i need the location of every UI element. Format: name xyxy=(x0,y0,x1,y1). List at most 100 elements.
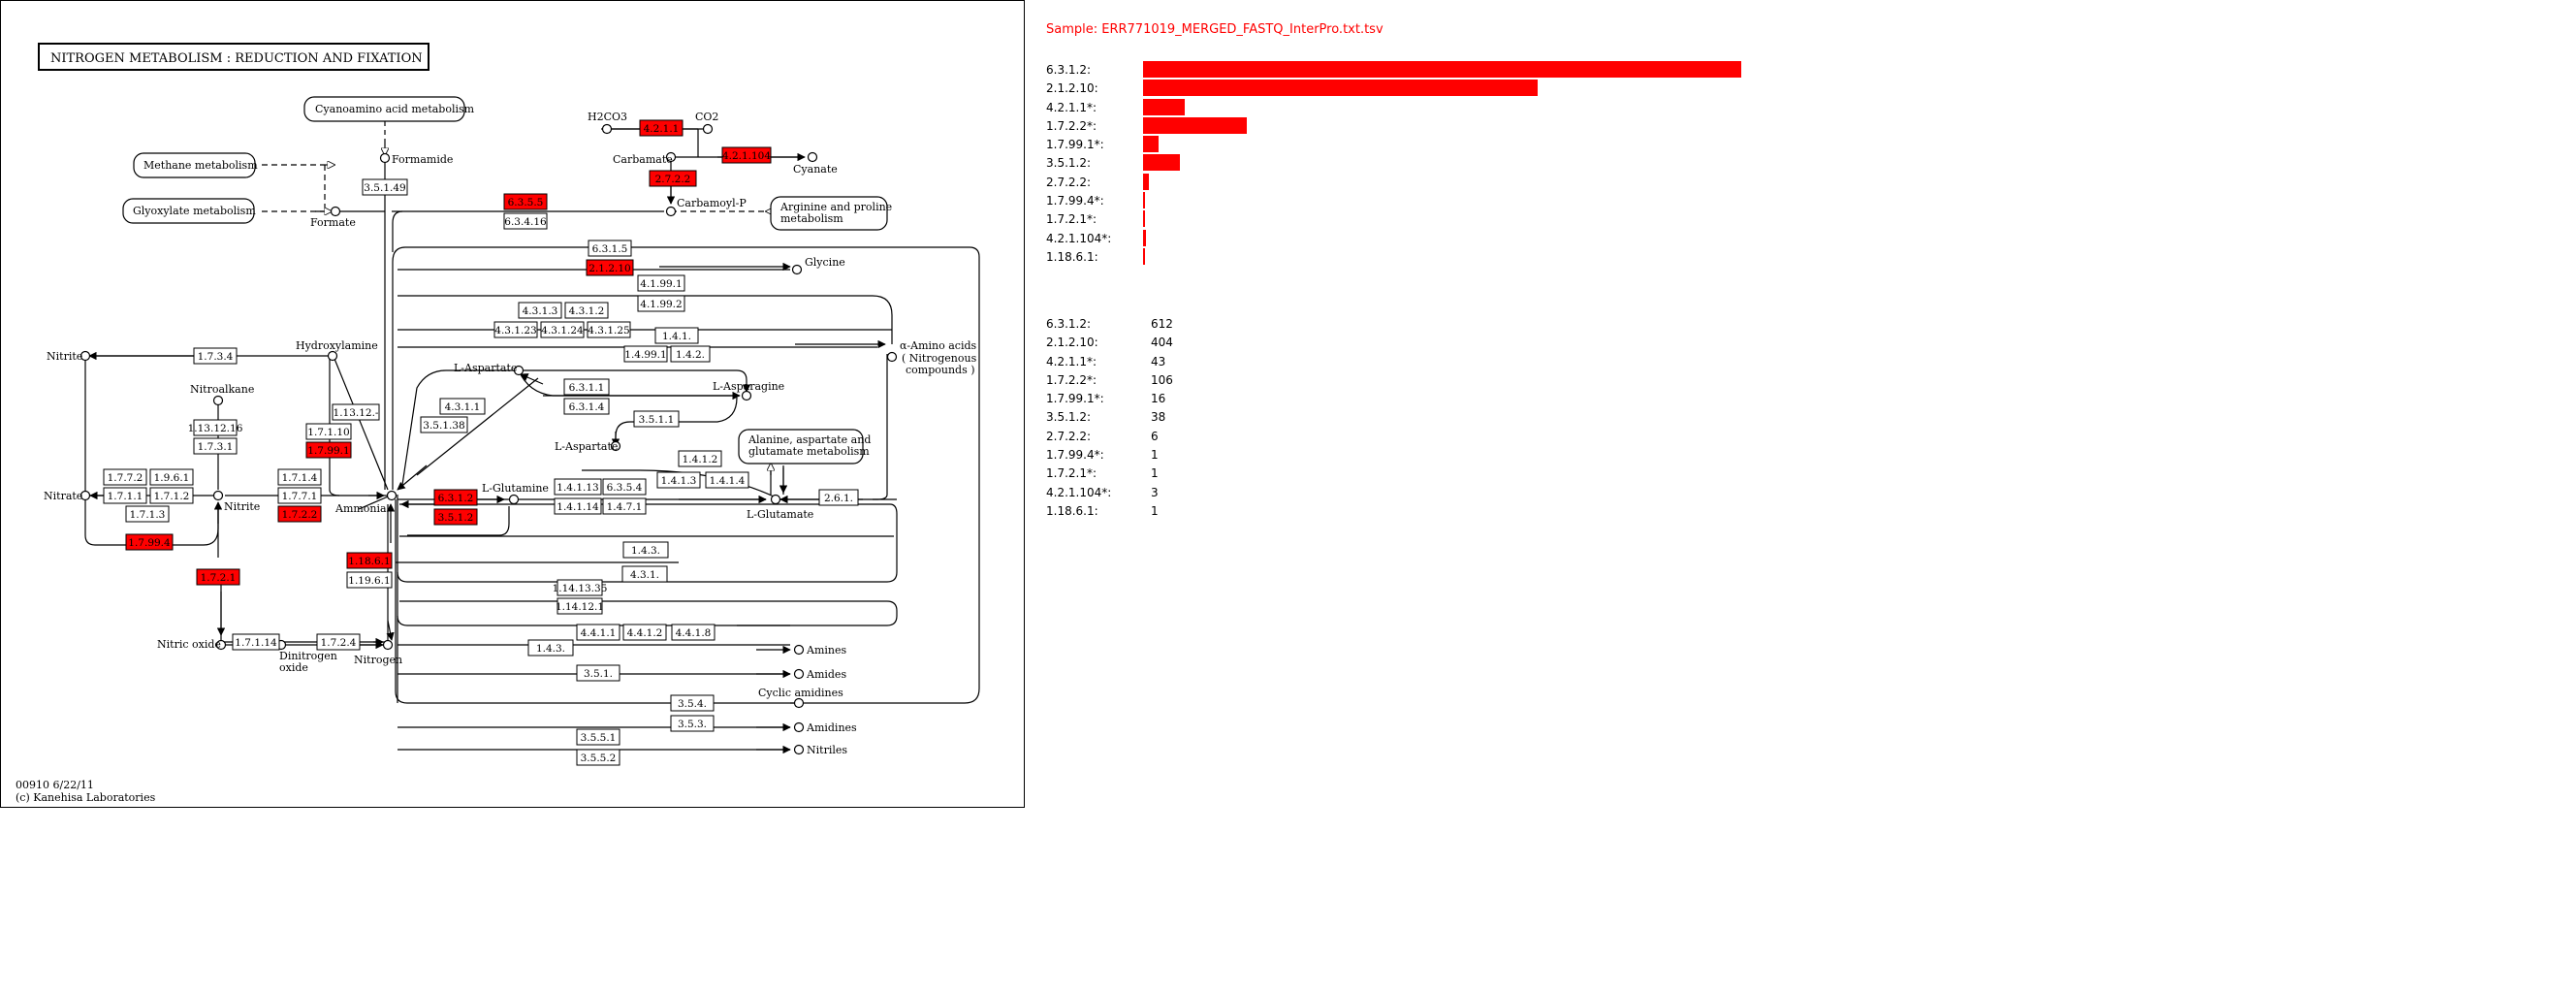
enzyme-box-3-5-1-1[interactable]: 3.5.1.1 xyxy=(633,410,680,428)
enzyme-box-4-4-1-2[interactable]: 4.4.1.2 xyxy=(622,624,667,641)
enzyme-box-1-19-6-1[interactable]: 1.19.6.1 xyxy=(346,571,393,589)
enzyme-box-1-7-7-2[interactable]: 1.7.7.2 xyxy=(103,468,147,486)
enzyme-box-1-13-12-16[interactable]: 1.13.12.16 xyxy=(188,419,243,436)
enzyme-box-1-7-3-4[interactable]: 1.7.3.4 xyxy=(193,347,238,365)
enzyme-rect[interactable] xyxy=(622,541,669,559)
enzyme-rect[interactable] xyxy=(503,193,548,210)
enzyme-rect[interactable] xyxy=(193,347,238,365)
enzyme-rect[interactable] xyxy=(721,146,772,164)
enzyme-box-6-3-5-5[interactable]: 6.3.5.5 xyxy=(503,193,548,210)
enzyme-box-1-4-1[interactable]: 1.4.1. xyxy=(654,327,699,344)
enzyme-box-1-9-6-1[interactable]: 1.9.6.1 xyxy=(149,468,194,486)
enzyme-box-4-3-1-25[interactable]: 4.3.1.25 xyxy=(587,321,631,338)
enzyme-box-1-7-1-4[interactable]: 1.7.1.4 xyxy=(277,468,322,486)
enzyme-rect[interactable] xyxy=(602,478,647,496)
enzyme-box-1-4-7-1[interactable]: 1.4.7.1 xyxy=(602,497,647,515)
enzyme-box-3-5-5-1[interactable]: 3.5.5.1 xyxy=(576,728,620,746)
enzyme-box-4-1-99-2[interactable]: 4.1.99.2 xyxy=(637,295,685,312)
enzyme-rect[interactable] xyxy=(125,505,170,523)
enzyme-box-1-7-2-1[interactable]: 1.7.2.1 xyxy=(196,568,240,586)
enzyme-rect[interactable] xyxy=(576,728,620,746)
enzyme-rect[interactable] xyxy=(103,468,147,486)
enzyme-rect[interactable] xyxy=(639,119,684,137)
enzyme-rect[interactable] xyxy=(527,639,574,657)
enzyme-rect[interactable] xyxy=(576,664,620,682)
enzyme-box-6-3-5-4[interactable]: 6.3.5.4 xyxy=(602,478,647,496)
enzyme-box-2-7-2-2[interactable]: 2.7.2.2 xyxy=(649,170,697,187)
enzyme-rect[interactable] xyxy=(305,441,352,459)
enzyme-box-6-3-1-1[interactable]: 6.3.1.1 xyxy=(563,378,610,396)
enzyme-box-2-1-2-10[interactable]: 2.1.2.10 xyxy=(586,259,634,276)
enzyme-rect[interactable] xyxy=(637,295,685,312)
enzyme-box-4-2-1-104[interactable]: 4.2.1.104 xyxy=(721,146,772,164)
enzyme-rect[interactable] xyxy=(149,468,194,486)
pathway-arginine-proline[interactable] xyxy=(770,196,888,231)
enzyme-box-3-5-3[interactable]: 3.5.3. xyxy=(670,715,715,732)
enzyme-box-3-5-5-2[interactable]: 3.5.5.2 xyxy=(576,749,620,766)
enzyme-box-6-3-4-16[interactable]: 6.3.4.16 xyxy=(503,212,548,230)
enzyme-rect[interactable] xyxy=(196,568,240,586)
enzyme-box-1-7-99-4[interactable]: 1.7.99.4 xyxy=(125,533,174,551)
enzyme-rect[interactable] xyxy=(554,497,602,515)
enzyme-rect[interactable] xyxy=(633,410,680,428)
enzyme-box-1-7-2-2[interactable]: 1.7.2.2 xyxy=(277,505,322,523)
enzyme-rect[interactable] xyxy=(563,378,610,396)
enzyme-rect[interactable] xyxy=(622,624,667,641)
enzyme-rect[interactable] xyxy=(193,419,238,436)
enzyme-rect[interactable] xyxy=(433,508,478,526)
enzyme-rect[interactable] xyxy=(125,533,174,551)
enzyme-rect[interactable] xyxy=(433,489,478,506)
enzyme-box-3-5-1-2[interactable]: 3.5.1.2 xyxy=(433,508,478,526)
enzyme-rect[interactable] xyxy=(637,274,685,292)
enzyme-box-1-4-1-3[interactable]: 1.4.1.3 xyxy=(656,471,701,489)
enzyme-rect[interactable] xyxy=(564,302,609,319)
enzyme-rect[interactable] xyxy=(563,398,610,415)
enzyme-rect[interactable] xyxy=(705,471,749,489)
enzyme-rect[interactable] xyxy=(557,597,603,615)
enzyme-box-4-4-1-8[interactable]: 4.4.1.8 xyxy=(671,624,716,641)
pathway-methane[interactable] xyxy=(133,152,256,178)
enzyme-box-1-14-12-1[interactable]: 1.14.12.1 xyxy=(556,597,604,615)
enzyme-rect[interactable] xyxy=(346,552,393,569)
enzyme-box-4-3-1-3[interactable]: 4.3.1.3 xyxy=(518,302,562,319)
enzyme-box-1-7-1-14[interactable]: 1.7.1.14 xyxy=(232,633,280,651)
enzyme-rect[interactable] xyxy=(588,240,632,257)
enzyme-box-3-5-1[interactable]: 3.5.1. xyxy=(576,664,620,682)
enzyme-box-1-4-1-14[interactable]: 1.4.1.14 xyxy=(554,497,602,515)
enzyme-box-1-4-1-2[interactable]: 1.4.1.2 xyxy=(678,450,722,467)
enzyme-rect[interactable] xyxy=(346,571,393,589)
enzyme-box-1-7-7-1[interactable]: 1.7.7.1 xyxy=(277,487,322,504)
enzyme-box-1-18-6-1[interactable]: 1.18.6.1 xyxy=(346,552,393,569)
enzyme-box-1-4-1-13[interactable]: 1.4.1.13 xyxy=(554,478,602,496)
enzyme-rect[interactable] xyxy=(670,345,711,363)
enzyme-box-3-5-1-38[interactable]: 3.5.1.38 xyxy=(420,416,468,433)
enzyme-box-1-7-2-4[interactable]: 1.7.2.4 xyxy=(316,633,361,651)
enzyme-box-4-2-1-1[interactable]: 4.2.1.1 xyxy=(639,119,684,137)
enzyme-rect[interactable] xyxy=(103,487,147,504)
enzyme-rect[interactable] xyxy=(277,468,322,486)
enzyme-box-4-3-1-24[interactable]: 4.3.1.24 xyxy=(540,321,585,338)
enzyme-box-1-7-1-10[interactable]: 1.7.1.10 xyxy=(305,423,352,440)
enzyme-box-1-4-99-1[interactable]: 1.4.99.1 xyxy=(623,345,668,363)
enzyme-rect[interactable] xyxy=(305,423,352,440)
enzyme-box-4-3-1-23[interactable]: 4.3.1.23 xyxy=(493,321,538,338)
enzyme-rect[interactable] xyxy=(818,489,859,506)
enzyme-box-1-4-3[interactable]: 1.4.3. xyxy=(622,541,669,559)
enzyme-rect[interactable] xyxy=(587,321,631,338)
enzyme-rect[interactable] xyxy=(332,403,380,421)
enzyme-box-1-7-3-1[interactable]: 1.7.3.1 xyxy=(193,437,238,455)
enzyme-rect[interactable] xyxy=(362,178,408,196)
enzyme-rect[interactable] xyxy=(316,633,361,651)
enzyme-box-4-3-1-2[interactable]: 4.3.1.2 xyxy=(564,302,609,319)
enzyme-rect[interactable] xyxy=(232,633,280,651)
enzyme-rect[interactable] xyxy=(670,715,715,732)
enzyme-box-1-13-12-[interactable]: 1.13.12.- xyxy=(332,403,380,421)
enzyme-rect[interactable] xyxy=(420,416,468,433)
enzyme-rect[interactable] xyxy=(193,437,238,455)
enzyme-box-3-5-1-49[interactable]: 3.5.1.49 xyxy=(362,178,408,196)
enzyme-box-6-3-1-5[interactable]: 6.3.1.5 xyxy=(588,240,632,257)
enzyme-box-1-4-2[interactable]: 1.4.2. xyxy=(670,345,711,363)
enzyme-rect[interactable] xyxy=(671,624,716,641)
enzyme-rect[interactable] xyxy=(586,259,634,276)
pathway-cyanoamino[interactable] xyxy=(303,96,465,122)
